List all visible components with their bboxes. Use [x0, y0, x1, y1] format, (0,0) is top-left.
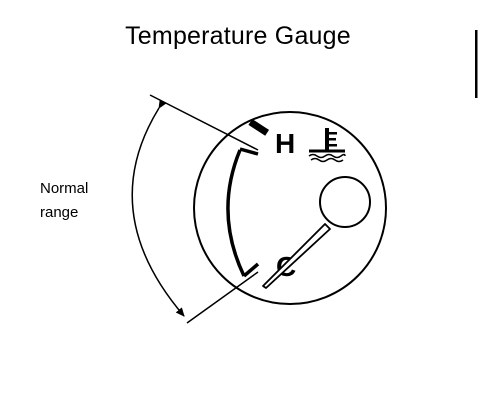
normal-range-label-line2: range	[40, 204, 79, 221]
normal-range-label: Normal range	[40, 177, 88, 225]
hot-zone-marker	[248, 119, 270, 136]
gauge-needle	[262, 176, 371, 289]
hot-letter: H	[275, 128, 295, 159]
range-arrow	[131, 99, 185, 317]
range-extension-bottom	[186, 271, 259, 324]
range-extension-top	[149, 94, 259, 151]
diagram-title: Temperature Gauge	[125, 22, 351, 50]
coolant-temperature-icon	[308, 128, 346, 163]
edge-bar	[475, 30, 478, 98]
scale-tick-cold	[242, 262, 260, 278]
normal-range-label-line1: Normal	[40, 180, 89, 197]
gauge-face	[193, 111, 387, 305]
scale-tick-hot	[239, 147, 259, 156]
scale-arc	[226, 149, 246, 277]
